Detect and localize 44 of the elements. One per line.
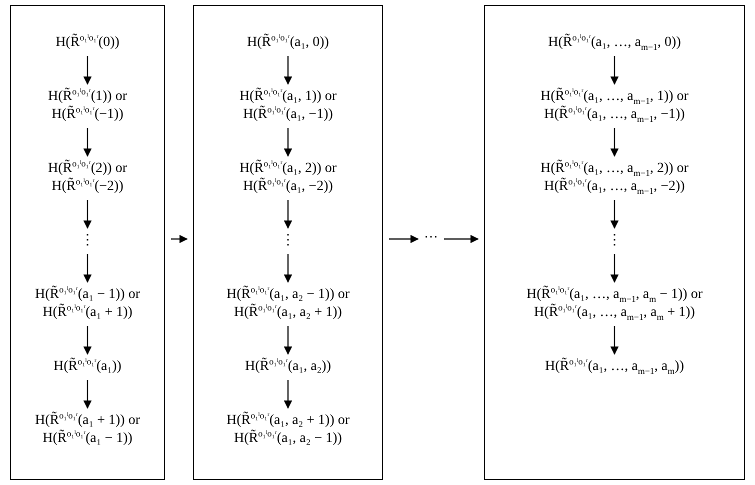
implication-arrow — [171, 234, 188, 244]
formula-text: H(R̃$^{o₁ˡo₁ʳ}$(a₁, a₂ − 1)) or H(R̃$^{o₁ˡo₁ʳ}$(a₁, a₂ + 1)) — [226, 286, 350, 322]
formula-text: H(R̃$^{o₁ˡo₁ʳ}$(a₁ − 1)) or H(R̃$^{o₁ˡo₁ʳ}$(a₁ + 1)) — [35, 286, 140, 322]
group-box — [10, 5, 165, 480]
implication-arrow — [389, 234, 419, 244]
formula-text: H(R̃$^{o₁ˡo₁ʳ}$(a₁, 1)) or H(R̃$^{o₁ˡo₁ʳ}$(a₁, −1)) — [239, 88, 337, 124]
formula-text: ⋮ — [608, 232, 622, 250]
implication-arrow — [284, 200, 292, 229]
formula-text: H(R̃$^{o₁ˡo₁ʳ}$(a₁, 2)) or H(R̃$^{o₁ˡo₁ʳ}$(a₁, −2)) — [239, 160, 337, 196]
formula-text: H(R̃$^{o₁ˡo₁ʳ}$(2)) or H(R̃$^{o₁ˡo₁ʳ}$(−2)) — [48, 160, 127, 196]
implication-arrow — [83, 56, 92, 85]
formula-text: H(R̃$^{o₁ˡo₁ʳ}$(a₁, …, a$_{m−1}$, 2)) or H(R̃$^{o₁ˡo₁ʳ}$(a₁, …, a$_{m−1}$, −2)) — [540, 160, 688, 196]
implication-arrow — [610, 128, 619, 157]
formula-text: H(R̃$^{o₁ˡo₁ʳ}$(a₁, …, a$_{m−1}$, 1)) or H(R̃$^{o₁ˡo₁ʳ}$(a₁, …, a$_{m−1}$, −1)) — [540, 88, 688, 124]
implication-arrow — [284, 380, 292, 409]
formula-text: ⋯ — [424, 229, 438, 247]
implication-arrow — [284, 254, 292, 283]
implication-arrow — [284, 128, 292, 157]
group-box — [193, 5, 383, 480]
implication-arrow — [610, 326, 619, 355]
formula-text: H(R̃$^{o₁ˡo₁ʳ}$(1)) or H(R̃$^{o₁ˡo₁ʳ}$(−1)) — [48, 88, 127, 124]
formula-text: H(R̃$^{o₁ˡo₁ʳ}$(a₁)) — [54, 358, 122, 376]
formula-text: H(R̃$^{o₁ˡo₁ʳ}$(a₁, …, a$_{m−1}$, 0)) — [548, 34, 681, 52]
group-box — [484, 5, 745, 480]
implication-arrow — [610, 200, 619, 229]
formula-text: H(R̃$^{o₁ˡo₁ʳ}$(a₁ + 1)) or H(R̃$^{o₁ˡo₁ʳ}$(a₁ − 1)) — [35, 412, 140, 448]
formula-text: H(R̃$^{o₁ˡo₁ʳ}$(a₁, a₂)) — [244, 358, 332, 376]
implication-arrow — [83, 254, 92, 283]
implication-arrow — [83, 326, 92, 355]
implication-arrow — [284, 56, 292, 85]
formula-text: H(R̃$^{o₁ˡo₁ʳ}$(a₁, …, a$_{m−1}$, a$_{m}$ − 1)) or H(R̃$^{o₁ˡo₁ʳ}$(a₁, …, a$_{m−1}$, a$_{m}$ + 1)) — [526, 286, 703, 322]
implication-arrow — [444, 234, 479, 244]
formula-text: H(R̃$^{o₁ˡo₁ʳ}$(a₁, a₂ + 1)) or H(R̃$^{o₁ˡo₁ʳ}$(a₁, a₂ − 1)) — [226, 412, 350, 448]
formula-text: H(R̃$^{o₁ˡo₁ʳ}$(a₁, 0)) — [247, 34, 329, 52]
formula-text: H(R̃$^{o₁ˡo₁ʳ}$(a₁, …, a$_{m−1}$, a$_{m}$)) — [545, 358, 684, 376]
implication-arrow — [83, 200, 92, 229]
implication-arrow — [83, 380, 92, 409]
implication-arrow — [284, 326, 292, 355]
formula-text: ⋮ — [80, 232, 94, 250]
formula-text: H(R̃$^{o₁ˡo₁ʳ}$(0)) — [56, 34, 120, 52]
formula-text: ⋮ — [281, 232, 295, 250]
implication-arrow — [610, 254, 619, 283]
implication-arrow — [610, 56, 619, 85]
implication-arrow — [83, 128, 92, 157]
